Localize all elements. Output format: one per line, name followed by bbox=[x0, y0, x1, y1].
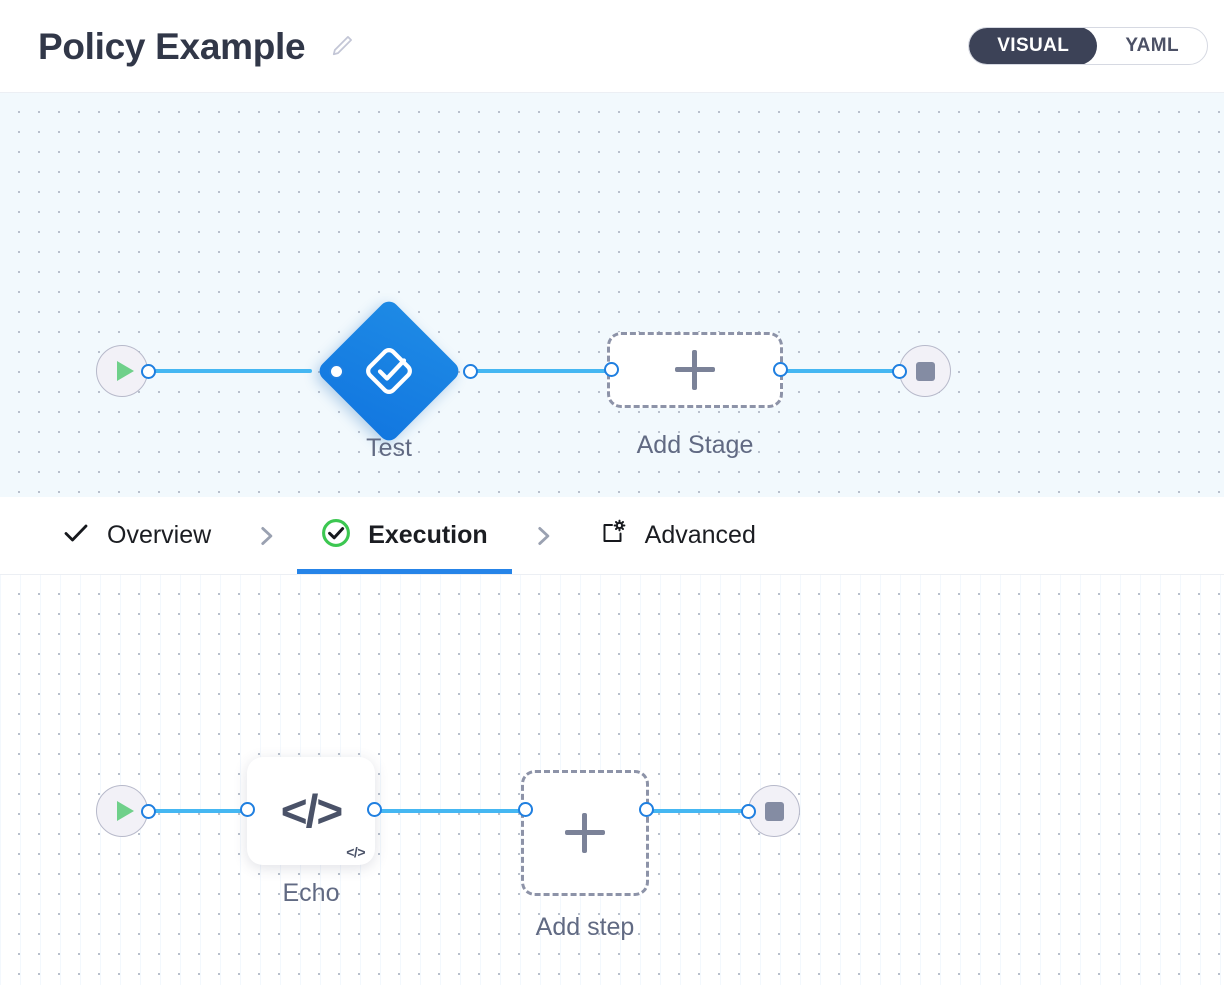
add-stage-output-port[interactable] bbox=[773, 362, 788, 377]
stage-end-node[interactable] bbox=[892, 345, 951, 397]
tab-execution[interactable]: Execution bbox=[297, 497, 513, 574]
step-end-node[interactable] bbox=[741, 785, 800, 837]
add-stage-button[interactable] bbox=[607, 332, 783, 408]
add-stage-node[interactable]: Add Stage bbox=[604, 332, 788, 458]
stop-icon bbox=[915, 361, 935, 381]
tab-overview-label: Overview bbox=[107, 521, 212, 549]
echo-output-port[interactable] bbox=[367, 801, 382, 817]
add-stage-label: Add Stage bbox=[636, 431, 754, 459]
add-step-label: Add step bbox=[535, 913, 635, 941]
start-node-circle[interactable] bbox=[96, 345, 148, 397]
edge-add-step-to-end bbox=[644, 809, 754, 813]
view-toggle-visual[interactable]: VISUAL bbox=[969, 28, 1098, 64]
code-icon: </> bbox=[280, 785, 343, 837]
test-node-input-port[interactable] bbox=[329, 363, 344, 379]
pencil-icon[interactable] bbox=[329, 33, 355, 59]
check-icon bbox=[62, 519, 90, 552]
echo-card[interactable]: </> </> bbox=[247, 757, 375, 865]
stage-canvas[interactable]: Test Add Stage bbox=[0, 92, 1224, 497]
stage-config-tabs[interactable]: Overview Execution Advanced bbox=[0, 497, 1224, 574]
step-end-input-port[interactable] bbox=[741, 803, 756, 819]
edge-start-to-test bbox=[152, 369, 312, 373]
view-toggle-yaml[interactable]: YAML bbox=[1125, 35, 1179, 56]
step-start-node-circle[interactable] bbox=[96, 785, 148, 837]
edge-test-to-add-stage bbox=[470, 369, 615, 373]
chevron-right-icon-2 bbox=[512, 497, 574, 574]
add-step-button[interactable] bbox=[521, 770, 649, 896]
edge-echo-to-add-step bbox=[376, 809, 528, 813]
chevron-right-icon bbox=[235, 497, 297, 574]
check-circle-icon bbox=[321, 518, 351, 553]
add-step-output-port[interactable] bbox=[639, 801, 654, 817]
step-end-node-circle[interactable] bbox=[748, 785, 800, 837]
edge-add-stage-to-end bbox=[780, 369, 902, 373]
test-node-label: Test bbox=[366, 434, 412, 462]
end-node-input-port[interactable] bbox=[892, 363, 907, 379]
view-mode-toggle[interactable]: VISUAL YAML bbox=[968, 27, 1208, 65]
start-node-output-port[interactable] bbox=[141, 363, 156, 379]
step-node-echo[interactable]: </> </> Echo bbox=[240, 757, 382, 906]
echo-input-port[interactable] bbox=[240, 801, 255, 817]
add-step-node[interactable]: Add step bbox=[518, 770, 654, 940]
play-icon bbox=[116, 361, 134, 381]
page-header: Policy Example VISUAL YAML bbox=[0, 0, 1224, 92]
echo-type-badge: </> bbox=[346, 844, 365, 860]
tab-overview[interactable]: Overview bbox=[38, 497, 235, 574]
add-step-input-port[interactable] bbox=[518, 801, 533, 817]
stage-node-test[interactable]: Test bbox=[315, 297, 478, 461]
plus-icon bbox=[565, 813, 605, 853]
tab-advanced[interactable]: Advanced bbox=[574, 497, 780, 574]
test-node-output-port[interactable] bbox=[463, 363, 478, 379]
step-start-output-port[interactable] bbox=[141, 803, 156, 819]
stop-icon bbox=[764, 801, 784, 821]
box-gear-icon bbox=[598, 518, 628, 553]
play-icon bbox=[116, 801, 134, 821]
add-stage-input-port[interactable] bbox=[604, 362, 619, 377]
tab-execution-label: Execution bbox=[368, 521, 488, 549]
stage-start-node[interactable] bbox=[96, 345, 156, 397]
edge-start-to-echo bbox=[152, 809, 252, 813]
page-title: Policy Example bbox=[38, 25, 306, 67]
step-canvas[interactable]: </> </> Echo Add step bbox=[0, 574, 1224, 985]
tab-advanced-label: Advanced bbox=[644, 521, 756, 549]
echo-node-label: Echo bbox=[282, 879, 340, 907]
plus-icon bbox=[675, 350, 715, 390]
step-start-node[interactable] bbox=[96, 785, 156, 837]
